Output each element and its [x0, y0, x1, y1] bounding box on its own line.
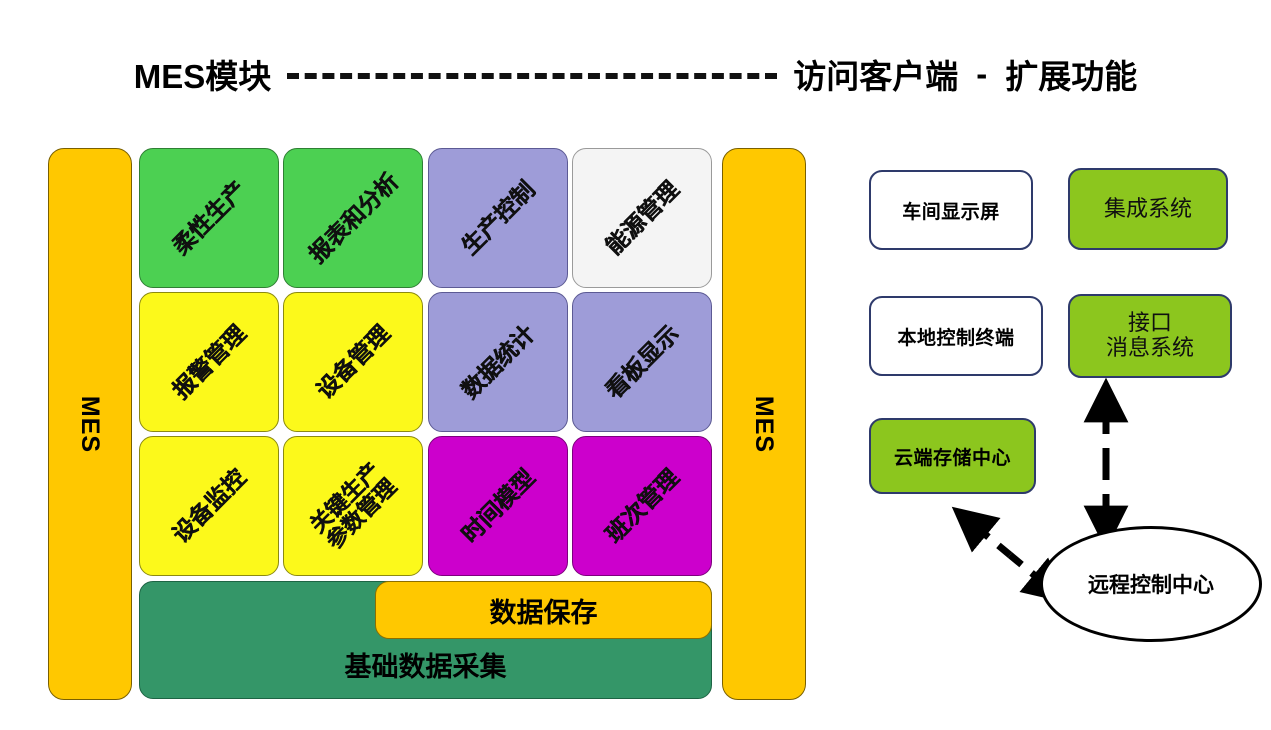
remote-control-center-label: 远程控制中心 — [1088, 574, 1214, 597]
dashed-line-icon — [287, 73, 778, 79]
module-cell-time-model[interactable]: 时间模型 — [428, 436, 568, 576]
module-cell-label: 能源管理 — [600, 176, 684, 260]
module-cell-label: 看板显示 — [600, 320, 684, 404]
header-left-title: MES模块 — [133, 58, 272, 95]
module-cell-label: 关键生产 参数管理 — [304, 457, 402, 555]
module-cell-equipment-management[interactable]: 设备管理 — [283, 292, 423, 432]
page-header: MES模块 访问客户端 - 扩展功能 — [0, 44, 1271, 104]
module-cell-report-analysis[interactable]: 报表和分析 — [283, 148, 423, 288]
header-right-title: 扩展功能 — [1005, 58, 1138, 95]
client-box-label: 车间显示屏 — [902, 201, 1000, 223]
module-cell-label: 生产控制 — [456, 176, 540, 260]
client-box-label: 本地控制终端 — [897, 327, 1015, 349]
double-arrow-diagonal-dashed-icon — [951, 506, 1069, 604]
module-cell-production-control[interactable]: 生产控制 — [428, 148, 568, 288]
module-cell-label: 报警管理 — [167, 320, 251, 404]
mes-side-bar-right-label: MES — [750, 395, 779, 453]
extension-box-label: 接口 消息系统 — [1105, 310, 1194, 360]
extension-box-label: 集成系统 — [1103, 195, 1192, 221]
module-cell-data-statistics[interactable]: 数据统计 — [428, 292, 568, 432]
mes-side-bar-right[interactable]: MES — [722, 148, 806, 700]
module-cell-label: 柔性生产 — [167, 176, 251, 260]
data-collection-bar-label: 基础数据采集 — [344, 651, 507, 682]
module-cell-label: 时间模型 — [456, 464, 540, 548]
module-cell-label: 报表和分析 — [303, 168, 403, 268]
module-cell-label: 设备管理 — [311, 320, 395, 404]
mes-side-bar-left[interactable]: MES — [48, 148, 132, 700]
module-cell-alarm-management[interactable]: 报警管理 — [139, 292, 279, 432]
module-cell-kanban-display[interactable]: 看板显示 — [572, 292, 712, 432]
panel-arrows — [951, 377, 1129, 604]
mes-side-bar-left-label: MES — [76, 395, 105, 453]
module-cell-equipment-monitoring[interactable]: 设备监控 — [139, 436, 279, 576]
module-cell-label: 班次管理 — [600, 464, 684, 548]
module-cell-label: 设备监控 — [167, 464, 251, 548]
client-box-label: 云端存储中心 — [893, 447, 1011, 469]
client-box-workshop-display[interactable]: 车间显示屏 — [869, 170, 1033, 250]
module-cell-label: 数据统计 — [456, 320, 540, 404]
client-box-cloud-storage-center[interactable]: 云端存储中心 — [869, 418, 1036, 494]
extension-box-interface-message-system[interactable]: 接口 消息系统 — [1068, 294, 1232, 378]
header-middle-title: 访问客户端 — [793, 58, 959, 95]
module-cell-energy-management[interactable]: 能源管理 — [572, 148, 712, 288]
header-separator: - — [976, 55, 988, 92]
client-box-local-control-terminal[interactable]: 本地控制终端 — [869, 296, 1043, 376]
extension-box-integration-system[interactable]: 集成系统 — [1068, 168, 1228, 250]
mes-module-diagram: MES MES 柔性生产 报表和分析 生产控制 能源管理 报警管理 设备管理 数… — [48, 148, 806, 700]
data-storage-bar-label: 数据保存 — [489, 597, 598, 628]
data-storage-bar[interactable]: 数据保存 — [375, 581, 712, 639]
module-cell-shift-management[interactable]: 班次管理 — [572, 436, 712, 576]
module-cell-key-production-parameters[interactable]: 关键生产 参数管理 — [283, 436, 423, 576]
client-extension-panel: 车间显示屏 本地控制终端 云端存储中心 集成系统 接口 消息系统 远程控制中心 — [840, 0, 1271, 730]
module-cell-flexible-production[interactable]: 柔性生产 — [139, 148, 279, 288]
remote-control-center-node[interactable]: 远程控制中心 — [1040, 526, 1262, 642]
